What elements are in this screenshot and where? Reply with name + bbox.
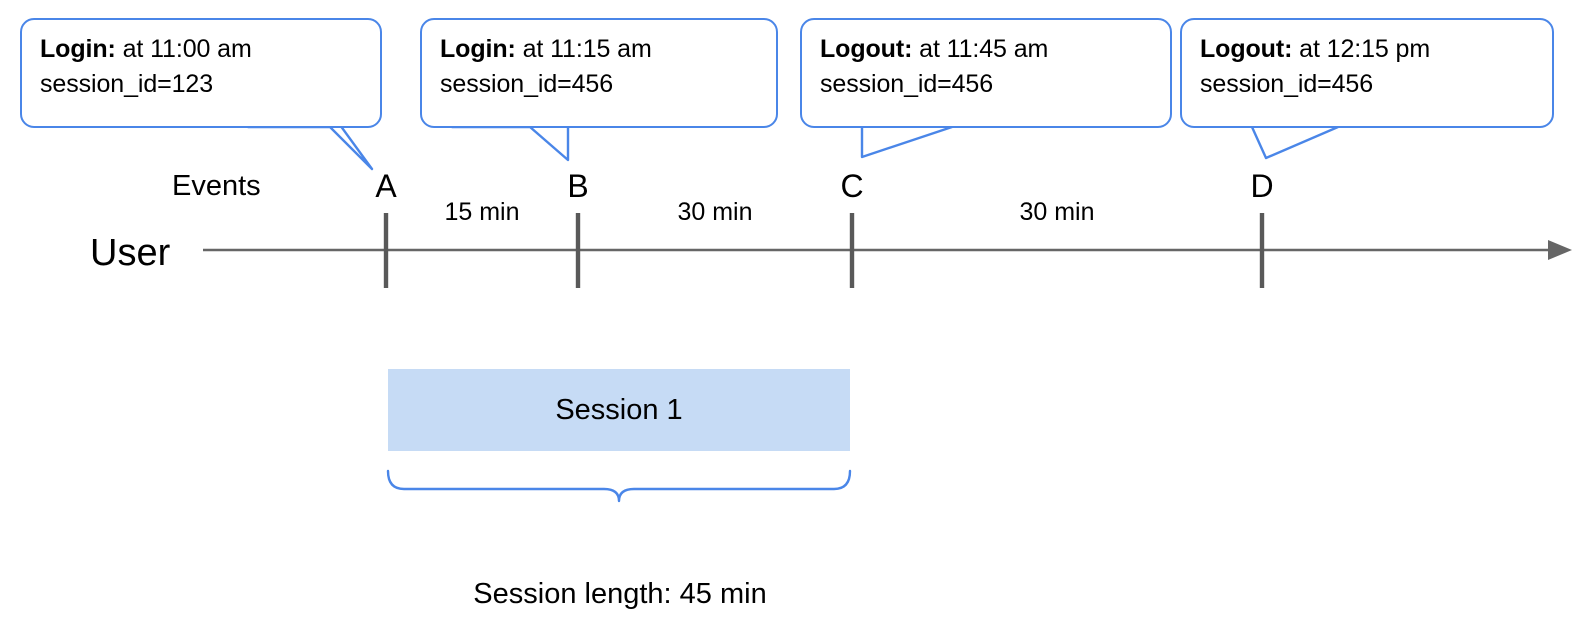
callout-c-time: at 11:45 am (912, 35, 1049, 63)
callout-tail-a (246, 123, 374, 171)
user-lane-label: User (90, 232, 171, 274)
callout-bubble-c[interactable]: Logout: at 11:45 am session_id=456 (800, 18, 1172, 128)
callout-c-session: session_id=456 (820, 69, 994, 98)
callout-tail-c (860, 125, 954, 159)
callout-a-kind: Login: (40, 35, 116, 63)
callout-a-session: session_id=123 (40, 69, 214, 98)
callout-c-line1: Logout: at 11:45 am (820, 35, 1048, 63)
callout-bubble-d[interactable]: Logout: at 12:15 pm session_id=456 (1180, 18, 1554, 128)
tick-letter-b: B (567, 168, 589, 204)
callout-b-kind: Login: (440, 35, 516, 63)
session-length-caption: Session length: 45 min (473, 578, 767, 610)
callout-a-time: at 11:00 am (115, 35, 252, 63)
events-row-label: Events (172, 170, 261, 202)
tick-letter-c: C (840, 168, 864, 204)
session-bar-label: Session 1 (555, 393, 683, 426)
interval-label-c-d: 30 min (1019, 198, 1095, 226)
callout-d-session: session_id=456 (1200, 69, 1374, 98)
callout-bubble-b[interactable]: Login: at 11:15 am session_id=456 (420, 18, 778, 128)
session-brace (386, 469, 852, 503)
callout-b-time: at 11:15 am (515, 35, 652, 63)
tick-letter-d: D (1250, 168, 1274, 204)
callout-d-kind: Logout: (1200, 35, 1293, 63)
callout-b-line1: Login: at 11:15 am (440, 35, 652, 63)
callout-c-kind: Logout: (820, 35, 913, 63)
tick-letter-a: A (375, 168, 397, 204)
interval-label-a-b: 15 min (444, 198, 520, 226)
callout-bubble-a[interactable]: Login: at 11:00 am session_id=123 (20, 18, 382, 128)
timeline-arrow-head (1548, 240, 1572, 260)
callout-b-session: session_id=456 (440, 69, 614, 98)
callout-tail-b (450, 124, 570, 162)
callout-tail-d (1250, 125, 1340, 160)
session-bar[interactable]: Session 1 (388, 369, 850, 451)
callout-d-time: at 12:15 pm (1292, 35, 1431, 63)
callout-d-line1: Logout: at 12:15 pm (1200, 35, 1430, 63)
callout-a-line1: Login: at 11:00 am (40, 35, 252, 63)
interval-label-b-c: 30 min (677, 198, 753, 226)
